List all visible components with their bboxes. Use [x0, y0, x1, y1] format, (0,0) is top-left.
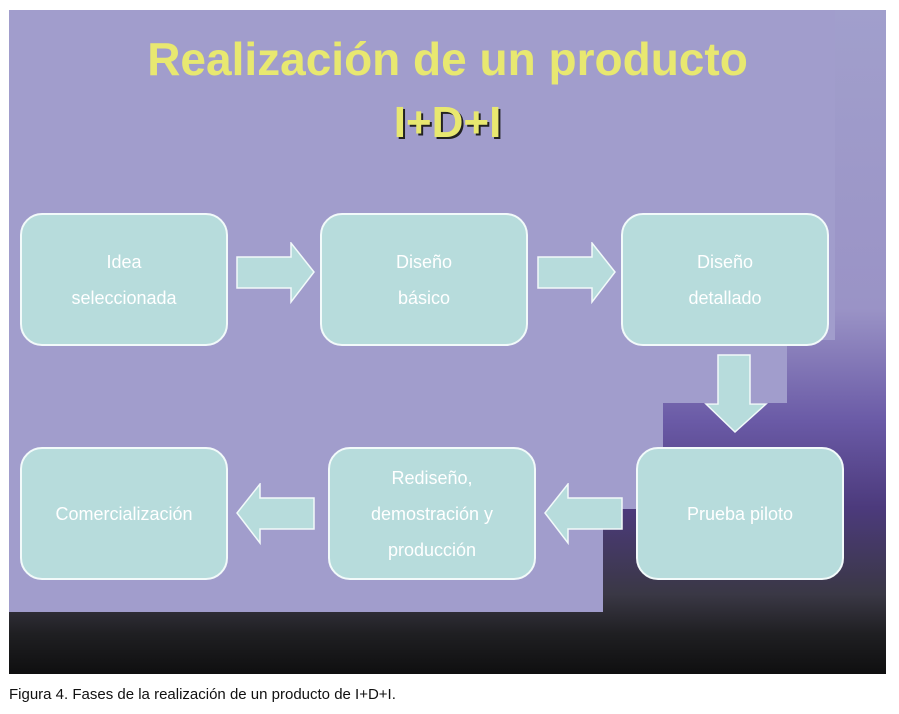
step-comercializacion: Comercialización: [20, 447, 228, 580]
slide-subtitle: I+D+I: [393, 98, 502, 147]
arrow-left-icon: [236, 483, 315, 545]
slide: Realización de un producto I+D+I Idea se…: [9, 10, 886, 674]
step-prueba-piloto: Prueba piloto: [636, 447, 844, 580]
step-idea-seleccionada: Idea seleccionada: [20, 213, 228, 346]
step-line: Diseño: [696, 251, 754, 272]
step-diseno-basico: Diseño básico: [320, 213, 528, 346]
step-line: básico: [397, 287, 451, 308]
step-line: demostración y: [370, 503, 494, 524]
step-diseno-detallado: Diseño detallado: [621, 213, 829, 346]
slide-title: Realización de un producto: [147, 33, 748, 85]
step-line: producción: [387, 539, 477, 560]
arrow-right-icon: [236, 242, 315, 304]
step-line: Idea: [106, 251, 142, 272]
step-line: Prueba piloto: [686, 503, 794, 524]
arrow-left-icon: [544, 483, 623, 545]
figure-caption: Figura 4. Fases de la realización de un …: [9, 686, 396, 703]
step-line: Comercialización: [55, 503, 193, 524]
arrow-right-icon: [537, 242, 616, 304]
step-rediseno: Rediseño, demostración y producción: [328, 447, 536, 580]
arrow-down-icon: [704, 354, 768, 434]
step-line: detallado: [688, 287, 762, 308]
step-line: Diseño: [395, 251, 453, 272]
step-line: seleccionada: [71, 287, 177, 308]
step-line: Rediseño,: [391, 467, 473, 488]
